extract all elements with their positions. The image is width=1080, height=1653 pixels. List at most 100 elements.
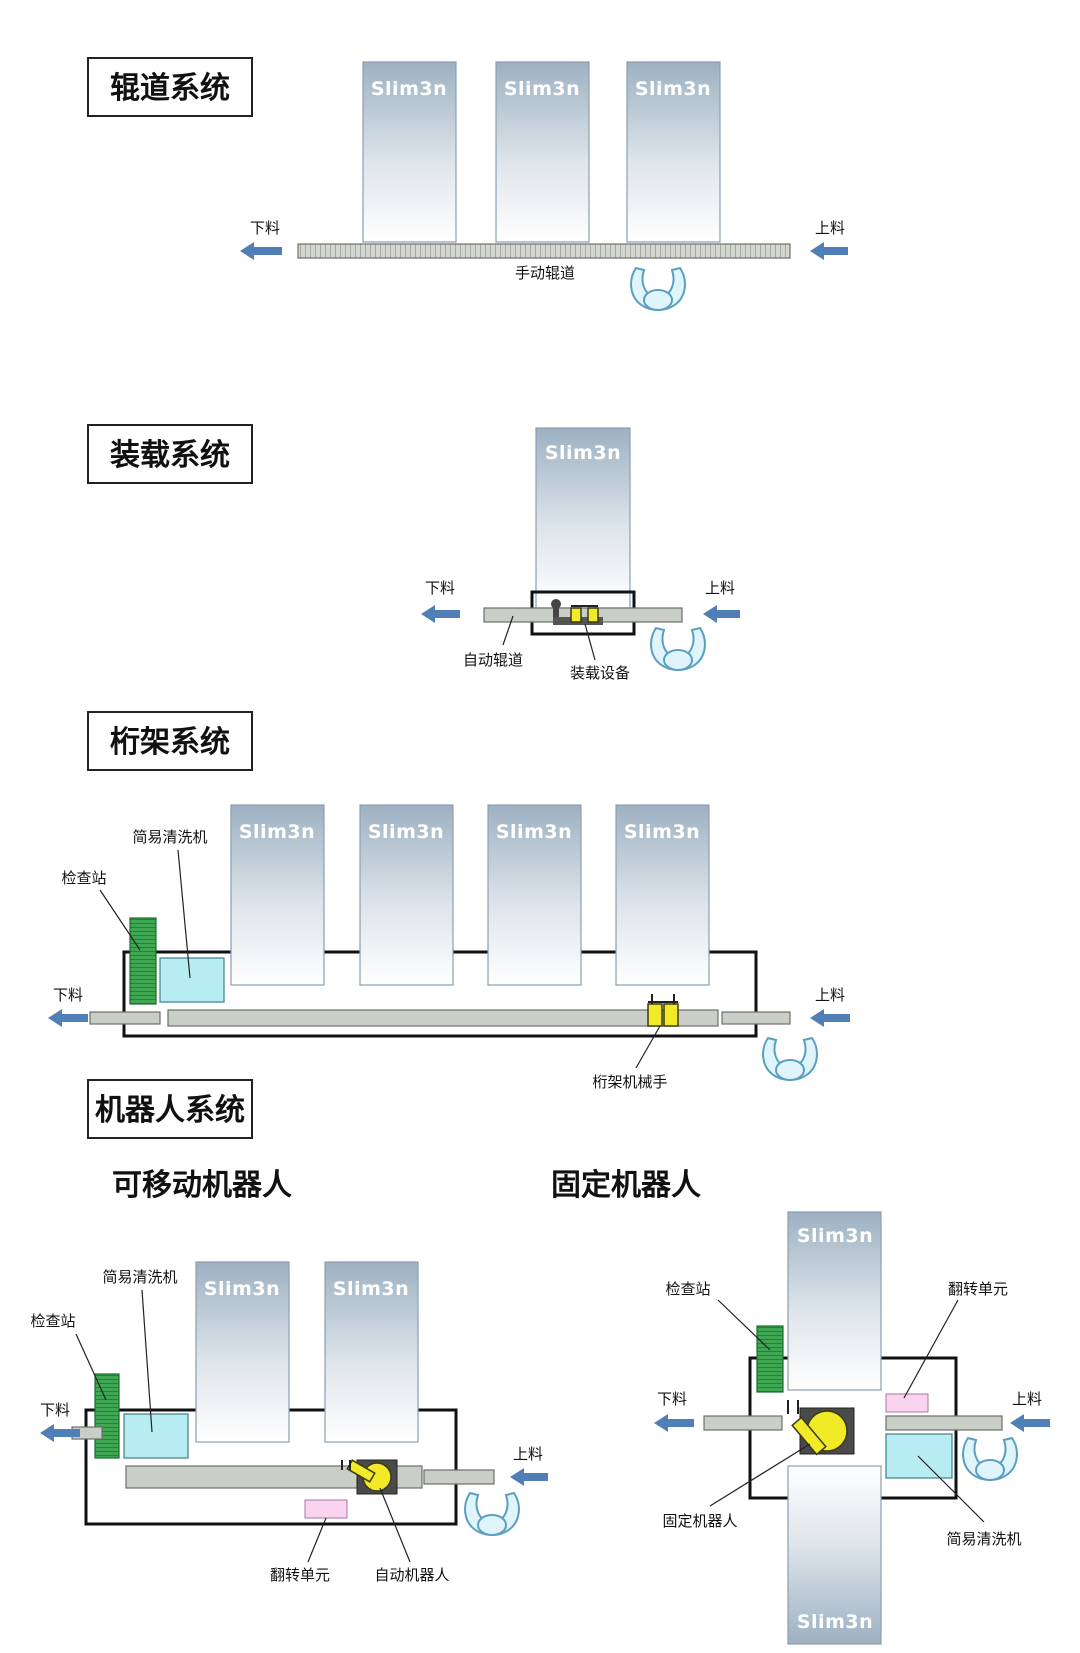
- leader-line: [307, 1517, 327, 1563]
- load-arrow: [703, 605, 740, 623]
- leader-line: [502, 615, 514, 646]
- machine-slim3n: Slim3n: [615, 804, 710, 986]
- label-unload: 下料: [425, 579, 455, 597]
- machine-brand: Slim3n: [368, 821, 444, 843]
- unload-roller: [89, 1011, 161, 1025]
- mobile-robot-layout: Slim3n Slim3n 下料 上料 简易清洗机 检查站: [30, 1261, 548, 1584]
- title-box: [87, 57, 253, 117]
- label-loading-device: 装载设备: [570, 664, 630, 682]
- machine-brand: Slim3n: [239, 821, 315, 843]
- inspection-station: [756, 1325, 784, 1393]
- simple-cleaner: [159, 957, 225, 1003]
- label-manual-roller: 手动辊道: [515, 264, 575, 282]
- label-auto-robot: 自动机器人: [374, 1566, 449, 1584]
- label-load: 上料: [815, 986, 845, 1004]
- label-inspection: 检查站: [30, 1312, 75, 1330]
- fixed-robot: [787, 1400, 855, 1456]
- label-auto-roller: 自动辊道: [463, 651, 523, 669]
- label-simple-cleaner: 简易清洗机: [102, 1268, 177, 1286]
- auto-robot: [341, 1459, 398, 1495]
- machine-brand: Slim3n: [204, 1278, 280, 1300]
- machine-slim3n: Slim3n: [362, 61, 457, 243]
- simple-cleaner: [885, 1433, 953, 1479]
- leader-line: [709, 1443, 811, 1507]
- machine-brand: Slim3n: [545, 442, 621, 464]
- machine-brand: Slim3n: [504, 78, 580, 100]
- section-title-loading: 装载系统: [110, 438, 230, 473]
- machine-slim3n: Slim3n: [787, 1465, 882, 1645]
- machine-slim3n: Slim3n: [195, 1261, 290, 1443]
- load-arrow: [810, 1009, 850, 1027]
- unload-arrow: [40, 1424, 80, 1442]
- unload-arrow: [240, 242, 282, 260]
- load-roller: [423, 1469, 495, 1485]
- machine-slim3n: Slim3n: [324, 1261, 419, 1443]
- machine-brand: Slim3n: [797, 1611, 873, 1633]
- machine-slim3n: Slim3n: [787, 1211, 882, 1391]
- machine-brand: Slim3n: [624, 821, 700, 843]
- label-load: 上料: [1012, 1390, 1042, 1408]
- unload-roller: [703, 1415, 783, 1431]
- fixed-robot-layout: Slim3n Slim3n 下料 上料 检查站 翻转单元: [654, 1211, 1050, 1645]
- leader-line: [635, 1025, 661, 1069]
- load-arrow: [510, 1468, 548, 1486]
- inspection-station: [94, 1373, 120, 1459]
- label-simple-cleaner: 简易清洗机: [946, 1530, 1021, 1548]
- title-box: [87, 424, 253, 484]
- label-gantry-manipulator: 桁架机械手: [592, 1073, 667, 1091]
- label-unload: 下料: [250, 219, 280, 237]
- label-unload: 下料: [657, 1390, 687, 1408]
- operator-icon: [762, 1036, 818, 1081]
- unload-arrow: [654, 1414, 694, 1432]
- label-inspection: 检查站: [61, 869, 106, 887]
- flip-unit: [885, 1393, 929, 1413]
- load-arrow: [810, 242, 848, 260]
- gantry-roller: [167, 1009, 719, 1027]
- machine-slim3n: Slim3n: [626, 61, 721, 243]
- gantry-manipulator: [647, 994, 679, 1027]
- leader-line: [379, 1487, 411, 1563]
- machine-slim3n: Slim3n: [487, 804, 582, 986]
- leader-line: [917, 1455, 985, 1523]
- label-flip-unit: 翻转单元: [948, 1280, 1008, 1298]
- subtitle-mobile-robot: 可移动机器人: [112, 1168, 292, 1203]
- machine-slim3n: Slim3n: [230, 804, 325, 986]
- label-load: 上料: [513, 1445, 543, 1463]
- manual-roller-conveyor: [297, 243, 791, 259]
- operator-icon: [962, 1436, 1018, 1481]
- operator-icon: [464, 1491, 520, 1536]
- operator-icon: [650, 626, 706, 671]
- inspection-station: [129, 917, 157, 1005]
- machine-brand: Slim3n: [797, 1225, 873, 1247]
- label-flip-unit: 翻转单元: [270, 1566, 330, 1584]
- machine-brand: Slim3n: [496, 821, 572, 843]
- subtitle-fixed-robot: 固定机器人: [551, 1168, 701, 1203]
- label-simple-cleaner: 简易清洗机: [132, 828, 207, 846]
- machine-brand: Slim3n: [333, 1278, 409, 1300]
- label-fixed-robot: 固定机器人: [662, 1512, 737, 1530]
- load-roller: [885, 1415, 1003, 1431]
- section-title-gantry: 桁架系统: [110, 725, 230, 760]
- title-box: [87, 711, 253, 771]
- mobile-robot-track: [125, 1465, 423, 1489]
- load-arrow: [1010, 1414, 1050, 1432]
- section-gantry-system: 桁架系统 Slim3n Slim3n Slim3n Slim3n: [48, 711, 850, 1091]
- leader-line: [141, 1289, 153, 1433]
- simple-cleaner: [123, 1413, 189, 1459]
- machine-slim3n: Slim3n: [495, 61, 590, 243]
- unload-arrow: [48, 1009, 88, 1027]
- machine-brand: Slim3n: [635, 78, 711, 100]
- label-unload: 下料: [53, 986, 83, 1004]
- section-roller-system: 辊道系统 Slim3n Slim3n Slim3n 下料 上料 手动辊道: [87, 57, 848, 311]
- leader-line: [903, 1299, 959, 1399]
- section-loading-system: 装载系统 Slim3n 下料 上料 自动辊道 装载设备: [87, 424, 740, 682]
- load-roller: [721, 1011, 791, 1025]
- leader-line: [75, 1333, 107, 1401]
- leader-line: [99, 889, 141, 951]
- leader-line: [717, 1299, 771, 1351]
- label-load: 上料: [815, 219, 845, 237]
- label-load: 上料: [705, 579, 735, 597]
- leader-line: [584, 623, 596, 661]
- section-title-roller: 辊道系统: [110, 71, 230, 106]
